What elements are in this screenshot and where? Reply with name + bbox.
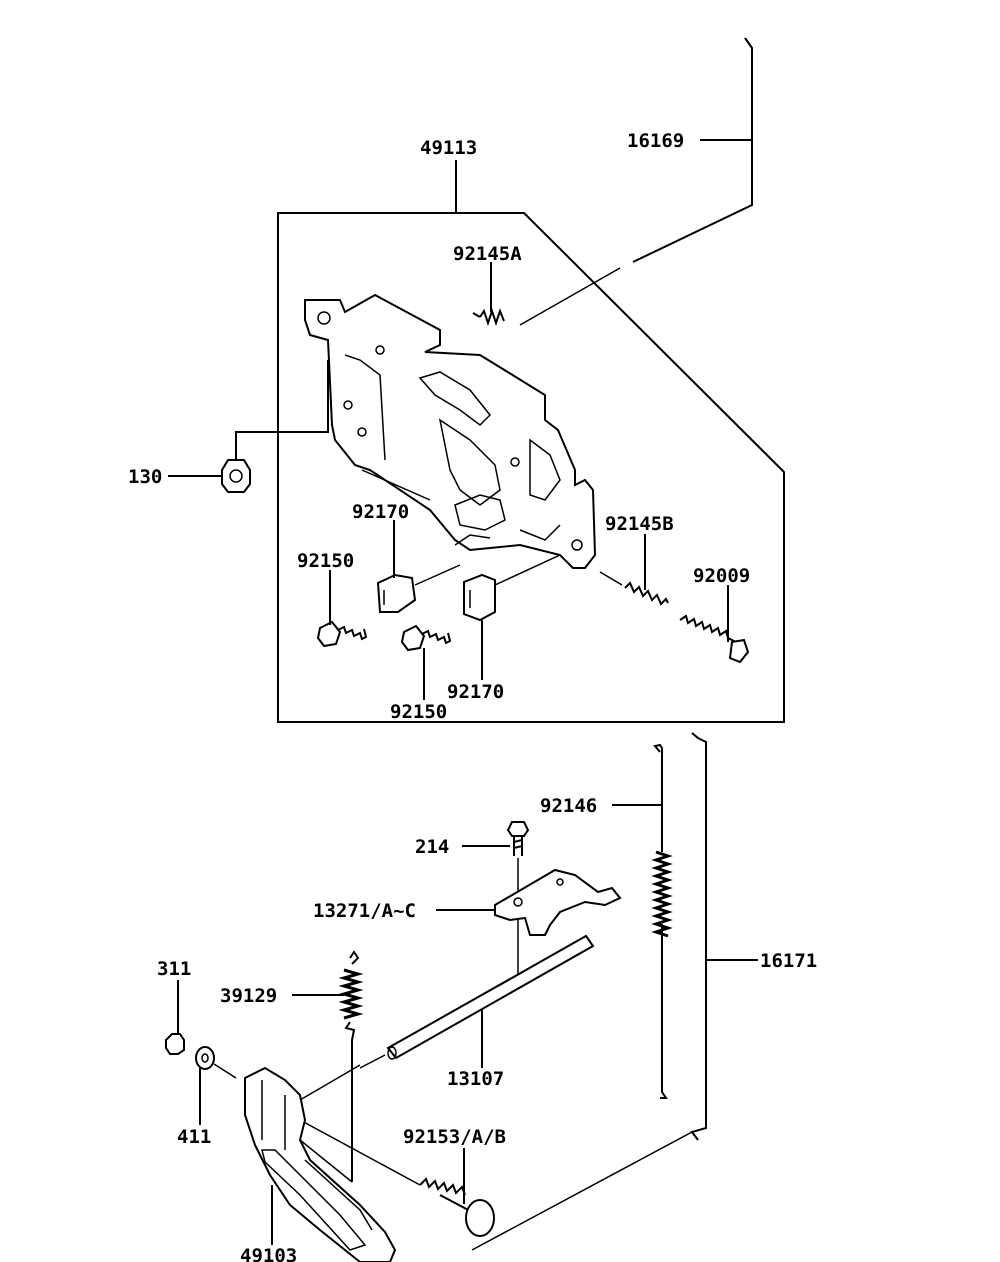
screw-214 [506,821,530,895]
shaft-13107 [359,934,595,1069]
label-13271: 13271/A~C [313,900,416,922]
assembly-outline-49113 [277,212,785,723]
label-130: 130 [128,466,162,488]
bolt-92150-bottom [400,624,452,652]
bolt-92009 [679,614,750,664]
spring-92146 [651,743,673,1099]
label-39129: 39129 [220,985,277,1007]
label-92145A: 92145A [453,243,522,265]
clamp-92170-left [376,564,461,613]
lever-13271 [494,868,622,975]
label-92145B: 92145B [605,513,674,535]
label-92170-top: 92170 [352,501,409,523]
rod-16169-link [519,267,621,326]
rod-16169 [632,37,753,263]
spring-92145A [472,307,505,327]
label-311: 311 [157,958,191,980]
spring-92145B [599,571,669,606]
label-92146: 92146 [540,795,597,817]
washer-411 [195,1046,237,1079]
label-49103: 49103 [240,1245,297,1262]
label-49113: 49113 [420,137,477,159]
label-92153: 92153/A/B [403,1126,506,1148]
label-92150-left: 92150 [297,550,354,572]
label-92150-bottom: 92150 [390,701,447,723]
label-411: 411 [177,1126,211,1148]
control-plate-assembly [304,293,597,569]
nut-311 [165,1033,185,1055]
clamp-92170-right [463,554,561,622]
label-13107: 13107 [447,1068,504,1090]
label-16171: 16171 [760,950,817,972]
bolt-92150-left [316,620,368,648]
label-92170-bottom: 92170 [447,681,504,703]
label-214: 214 [415,836,449,858]
bolt-92153 [299,1119,495,1237]
rod-16171 [471,732,707,1251]
label-16169: 16169 [627,130,684,152]
nut-130 [221,360,329,493]
label-92009: 92009 [693,565,750,587]
pedal-bracket-49103 [244,1064,397,1262]
